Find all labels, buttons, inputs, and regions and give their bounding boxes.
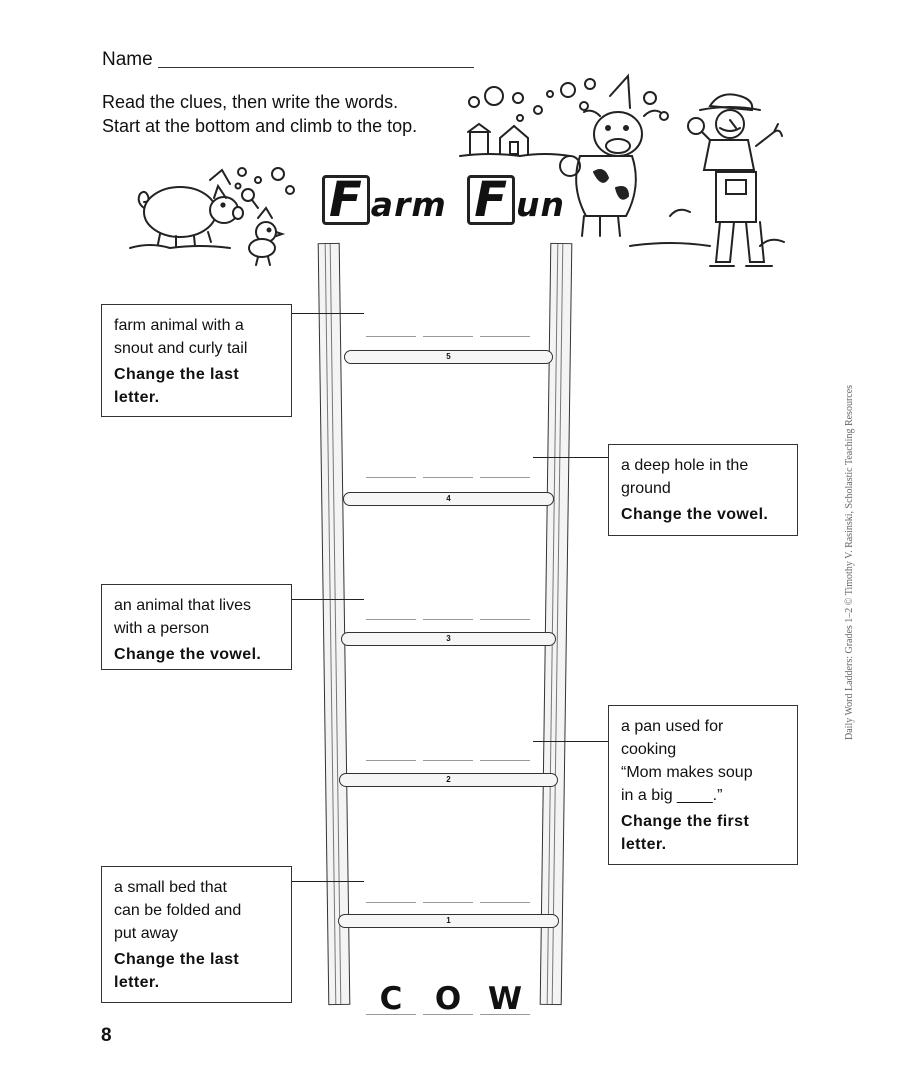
- pig-illustration: [129, 167, 295, 266]
- instructions-line-1: Read the clues, then write the words.: [102, 92, 399, 112]
- clue-connector: [292, 599, 364, 600]
- clue-connector: [533, 741, 608, 742]
- instructions-line-2: Start at the bottom and climb to the top…: [102, 116, 418, 136]
- answer-blank[interactable]: [423, 336, 473, 337]
- rung-4: 4: [343, 492, 554, 506]
- start-letter-line: [366, 1014, 416, 1015]
- clue-box-5: farm animal with a snout and curly tail …: [101, 304, 292, 417]
- clue-box-4: a deep hole in the ground Change the vow…: [608, 444, 798, 536]
- answer-blank[interactable]: [423, 760, 473, 761]
- start-letter-3: W: [487, 981, 523, 1017]
- start-letter-1: C: [379, 981, 403, 1017]
- clue-box-3: an animal that lives with a person Chang…: [101, 584, 292, 670]
- answer-blank[interactable]: [423, 902, 473, 903]
- clue-text: farm animal with a snout and curly tail: [114, 317, 248, 357]
- answer-blank[interactable]: [480, 760, 530, 761]
- answer-blank[interactable]: [366, 336, 416, 337]
- title-letter-f1: F: [322, 175, 370, 225]
- cow-farmer-illustration: [559, 73, 785, 267]
- clue-instruction: Change the first letter.: [621, 813, 750, 853]
- start-letter-2: O: [434, 981, 462, 1017]
- clue-connector: [292, 881, 364, 882]
- name-label: Name: [102, 49, 153, 70]
- rung-1: 1: [338, 914, 559, 928]
- rung-2: 2: [339, 773, 558, 787]
- answer-blank[interactable]: [423, 477, 473, 478]
- rung-5: 5: [344, 350, 553, 364]
- name-input-line[interactable]: [158, 67, 474, 68]
- clue-instruction: Change the last letter.: [114, 951, 240, 991]
- start-letter-line: [423, 1014, 473, 1015]
- title-letter-f2: F: [467, 175, 516, 225]
- answer-blank[interactable]: [366, 902, 416, 903]
- clue-text: a deep hole in the ground: [621, 457, 749, 497]
- page-number: 8: [101, 1025, 112, 1046]
- answer-blank[interactable]: [366, 477, 416, 478]
- clue-connector: [292, 313, 364, 314]
- answer-blank[interactable]: [480, 902, 530, 903]
- rung-3: 3: [341, 632, 556, 646]
- clue-instruction: Change the last letter.: [114, 366, 240, 406]
- clue-text: a small bed that can be folded and put a…: [114, 879, 242, 942]
- clue-box-2: a pan used for cooking “Mom makes soup i…: [608, 705, 798, 865]
- start-letter-line: [480, 1014, 530, 1015]
- title-word-1: arm: [370, 185, 447, 224]
- copyright-credit-text: Daily Word Ladders: Grades 1–2 © Timothy…: [844, 384, 855, 740]
- clue-instruction: Change the vowel.: [621, 506, 769, 523]
- barn-illustration: [459, 86, 571, 158]
- answer-blank[interactable]: [366, 619, 416, 620]
- answer-blank[interactable]: [480, 336, 530, 337]
- answer-blank[interactable]: [423, 619, 473, 620]
- copyright-credit: Daily Word Ladders: Grades 1–2 © Timothy…: [840, 340, 860, 740]
- answer-blank[interactable]: [480, 619, 530, 620]
- clue-text: an animal that lives with a person: [114, 597, 251, 637]
- clue-instruction: Change the vowel.: [114, 646, 262, 663]
- instructions: Read the clues, then write the words. St…: [102, 90, 417, 138]
- answer-blank[interactable]: [480, 477, 530, 478]
- clue-box-1: a small bed that can be folded and put a…: [101, 866, 292, 1003]
- clue-connector: [533, 457, 608, 458]
- answer-blank[interactable]: [366, 760, 416, 761]
- title-word-2: un: [516, 185, 566, 224]
- clue-text: a pan used for cooking “Mom makes soup i…: [621, 718, 753, 804]
